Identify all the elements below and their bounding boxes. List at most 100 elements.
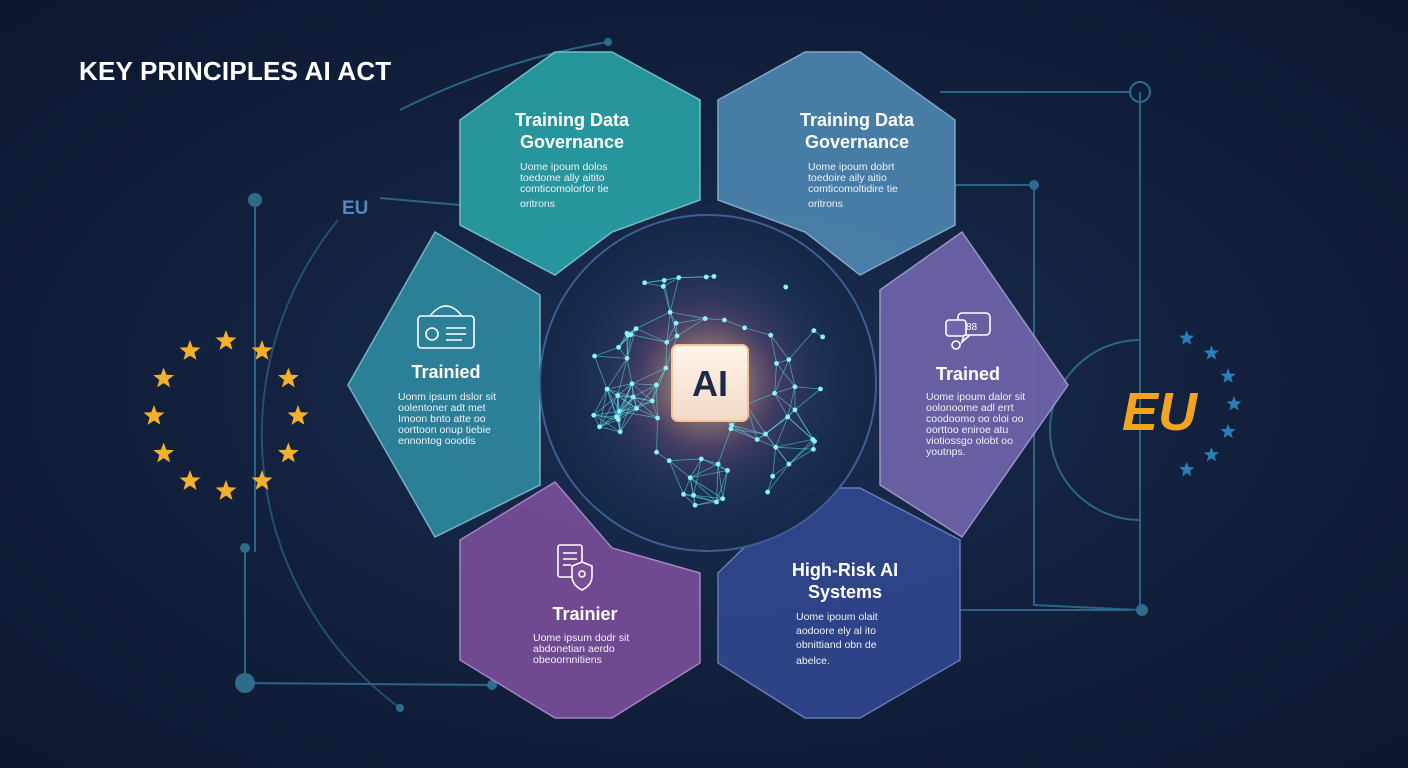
network-node (687, 475, 693, 481)
network-node (774, 361, 779, 366)
network-link (744, 327, 771, 336)
segment-body: oritrons (808, 198, 843, 210)
network-link (788, 359, 796, 387)
star-icon (1220, 368, 1236, 383)
network-node (773, 444, 779, 450)
network-link (617, 395, 620, 412)
network-node (714, 499, 719, 505)
network-node (666, 458, 672, 464)
network-link (663, 277, 680, 287)
segment-high-risk-ai-systems[interactable]: High-Risk AI Systems Uome ipoum olait ao… (717, 487, 961, 719)
network-link (594, 346, 619, 357)
segment-body: oritrons (520, 198, 555, 210)
segment-title: Systems (808, 582, 882, 602)
network-link (774, 359, 790, 394)
star-icon (251, 340, 273, 360)
network-link (669, 277, 680, 313)
network-node (811, 446, 816, 452)
network-node (720, 496, 726, 502)
network-node (667, 309, 673, 315)
network-link (656, 451, 670, 462)
star-icon (277, 367, 299, 388)
segment-body: Uome ipoum dalor sit (926, 391, 1025, 403)
network-link (606, 358, 628, 390)
segment-trainied-left[interactable]: Trainied Uonm ipsum dslor sit oolentoner… (347, 230, 541, 538)
chat-bubbles-icon: 88 (945, 312, 991, 350)
network-node (763, 431, 768, 437)
network-node (674, 333, 680, 339)
star-icon (287, 405, 309, 425)
segment-body: viotiossgo olobt oo (926, 435, 1013, 447)
segment-body: youtnps. (926, 446, 966, 458)
segment-trainier[interactable]: Trainier Uome ipsum dodr sit abdonetian … (459, 481, 701, 719)
segment-body: toedome ally aitito (520, 172, 605, 184)
network-link (599, 426, 621, 433)
network-node (663, 365, 669, 371)
network-link (618, 408, 637, 420)
network-link (787, 386, 796, 418)
network-link (676, 318, 706, 324)
network-link (632, 396, 658, 419)
network-link (594, 355, 628, 359)
star-icon (251, 470, 273, 490)
network-link (683, 494, 696, 506)
network-link (701, 458, 728, 471)
network-link (775, 446, 814, 450)
segment-title: Governance (520, 132, 624, 152)
segment-title: Training Data (800, 110, 915, 130)
segment-body: oorttoo eniroe atu (926, 424, 1008, 436)
network-link (731, 424, 766, 435)
network-link (772, 447, 777, 477)
segment-trained-right[interactable]: 88 Trained Uome ipoum dalor sit oolonoom… (879, 230, 1069, 539)
network-link (722, 470, 728, 499)
network-node (812, 438, 817, 444)
network-link (716, 470, 728, 503)
network-node (792, 384, 798, 390)
network-link (745, 404, 766, 435)
neural-network-mesh (591, 274, 826, 508)
segment-title: Trainied (411, 362, 480, 382)
network-link (618, 333, 628, 348)
network-link (788, 440, 815, 465)
network-link (656, 417, 658, 453)
network-link (599, 389, 608, 427)
network-link (787, 416, 815, 442)
document-shield-icon (557, 544, 593, 591)
network-link (626, 358, 633, 384)
network-link (774, 363, 777, 394)
star-icon (1179, 461, 1195, 477)
segment-title: Governance (805, 132, 909, 152)
network-link (635, 311, 671, 329)
segment-training-data-governance-1[interactable]: Training Data Governance Uome ipoum dolo… (459, 51, 701, 276)
network-link (626, 328, 637, 359)
segment-body: abdonetian aerdo (533, 643, 615, 655)
network-node (654, 449, 659, 455)
network-node (604, 386, 610, 392)
network-link (593, 410, 620, 416)
network-link (651, 367, 667, 402)
star-icon (1203, 345, 1220, 360)
segment-training-data-governance-2[interactable]: Training Data Governance Uome ipoum dobr… (717, 51, 956, 276)
network-node (783, 284, 789, 290)
network-node (786, 461, 792, 467)
network-link (606, 383, 633, 390)
segment-body: coodoomo oo oloi oo (926, 413, 1024, 425)
network-node (711, 274, 717, 279)
network-link (617, 395, 637, 409)
segment-body: Imoon bnto atte oo (398, 413, 486, 425)
network-node (692, 502, 698, 508)
network-link (788, 330, 815, 360)
eu-label-small: EU (342, 198, 368, 219)
network-link (644, 282, 664, 287)
network-link (619, 408, 637, 433)
network-link (678, 276, 707, 279)
network-link (666, 312, 671, 343)
network-link (619, 383, 633, 412)
segment-body: oolonoome adl errt (926, 402, 1014, 414)
network-link (690, 463, 719, 479)
network-node (597, 424, 602, 430)
network-link (668, 460, 684, 495)
network-link (644, 277, 679, 284)
segment-title: Trained (936, 364, 1000, 384)
network-node (729, 422, 735, 428)
